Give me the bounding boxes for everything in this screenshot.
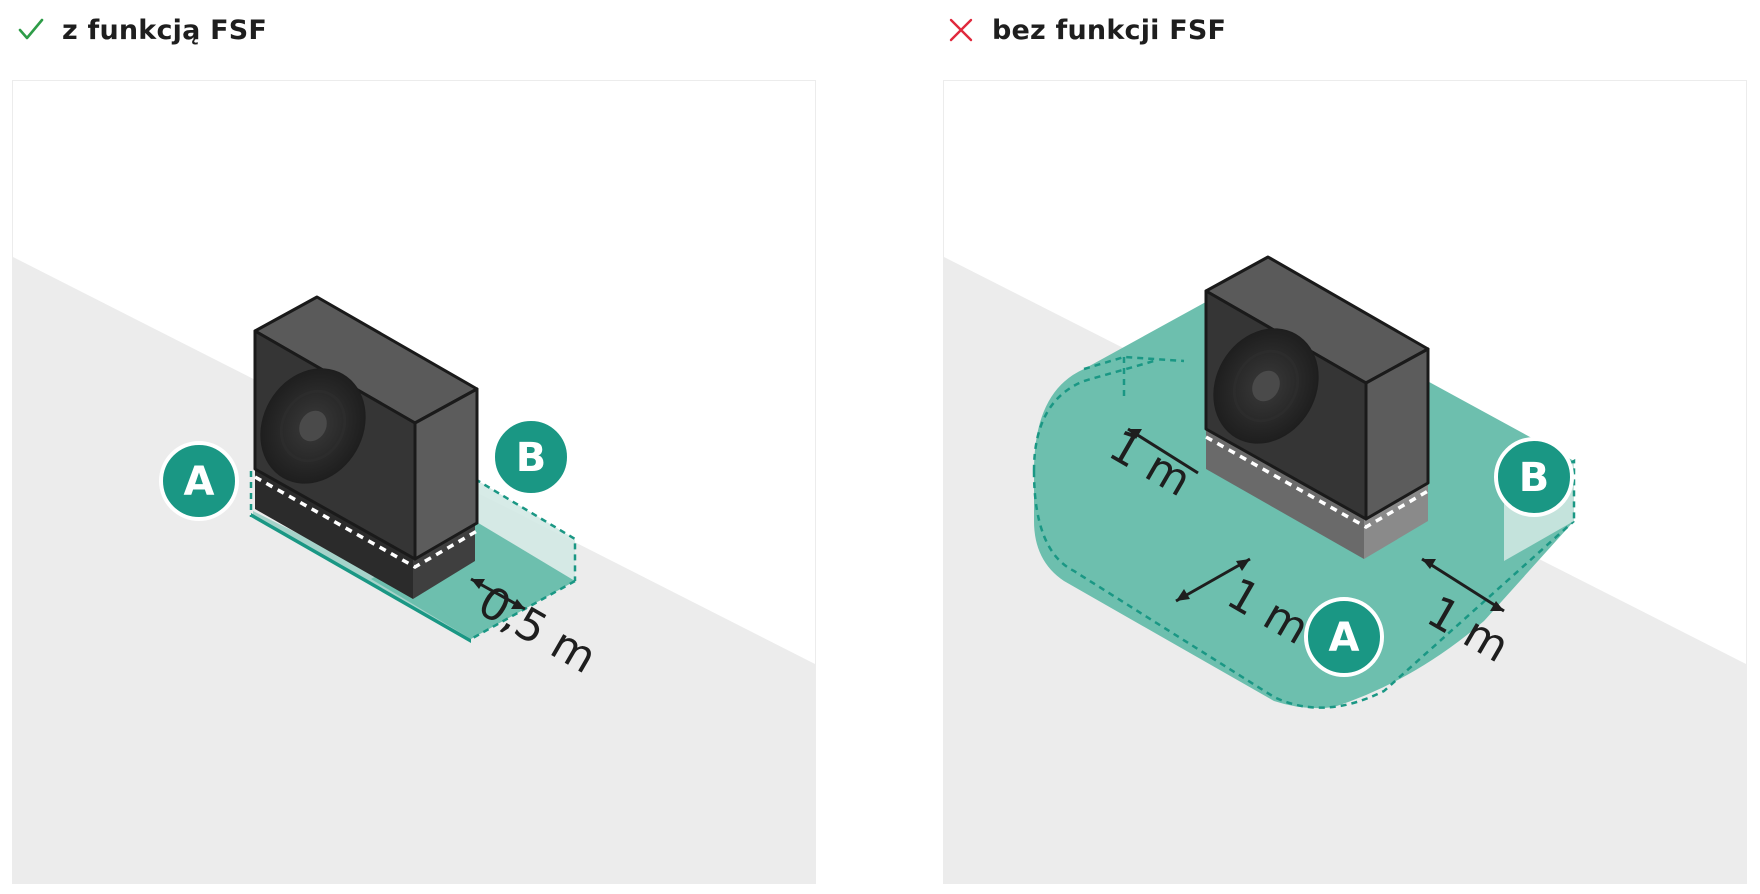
badge-a: A [159, 441, 239, 521]
unit-side [1364, 347, 1430, 521]
dimension-arrow-back [1127, 427, 1199, 475]
svg-text:A: A [1329, 615, 1360, 661]
diagram-with-fsf: 0,5 m A B [12, 80, 816, 884]
unit-side [413, 387, 479, 561]
badge-a: A [1304, 597, 1384, 677]
svg-text:A: A [184, 459, 215, 505]
diagram-without-fsf: 1 m 1 m 1 m A B [943, 80, 1747, 884]
badge-b: B [1494, 437, 1574, 517]
header-without-fsf: bez funkcji FSF [946, 10, 1226, 50]
illustration-without-fsf: 1 m 1 m 1 m A B [944, 255, 1746, 883]
cross-icon [949, 18, 973, 42]
badge-b: B [491, 417, 571, 497]
dimension-arrow-front [1175, 557, 1251, 603]
header-with-fsf: z funkcją FSF [16, 10, 267, 50]
dimension-arrow-0-5m [470, 577, 526, 611]
svg-text:B: B [1519, 455, 1550, 501]
illustration-with-fsf: 0,5 m A B [13, 257, 815, 883]
check-icon [18, 18, 44, 40]
panel-title-without-fsf: bez funkcji FSF [992, 14, 1227, 46]
panel-title-with-fsf: z funkcją FSF [62, 14, 268, 46]
unit-base-front [255, 469, 413, 599]
dashed-level-line [254, 475, 478, 570]
dashed-level-line [1205, 435, 1429, 530]
heat-pump-unit [253, 295, 479, 570]
svg-text:B: B [516, 435, 547, 481]
dimension-arrow-side [1421, 557, 1505, 613]
clearance-zone-a [249, 471, 471, 643]
heat-pump-unit [1204, 255, 1430, 530]
